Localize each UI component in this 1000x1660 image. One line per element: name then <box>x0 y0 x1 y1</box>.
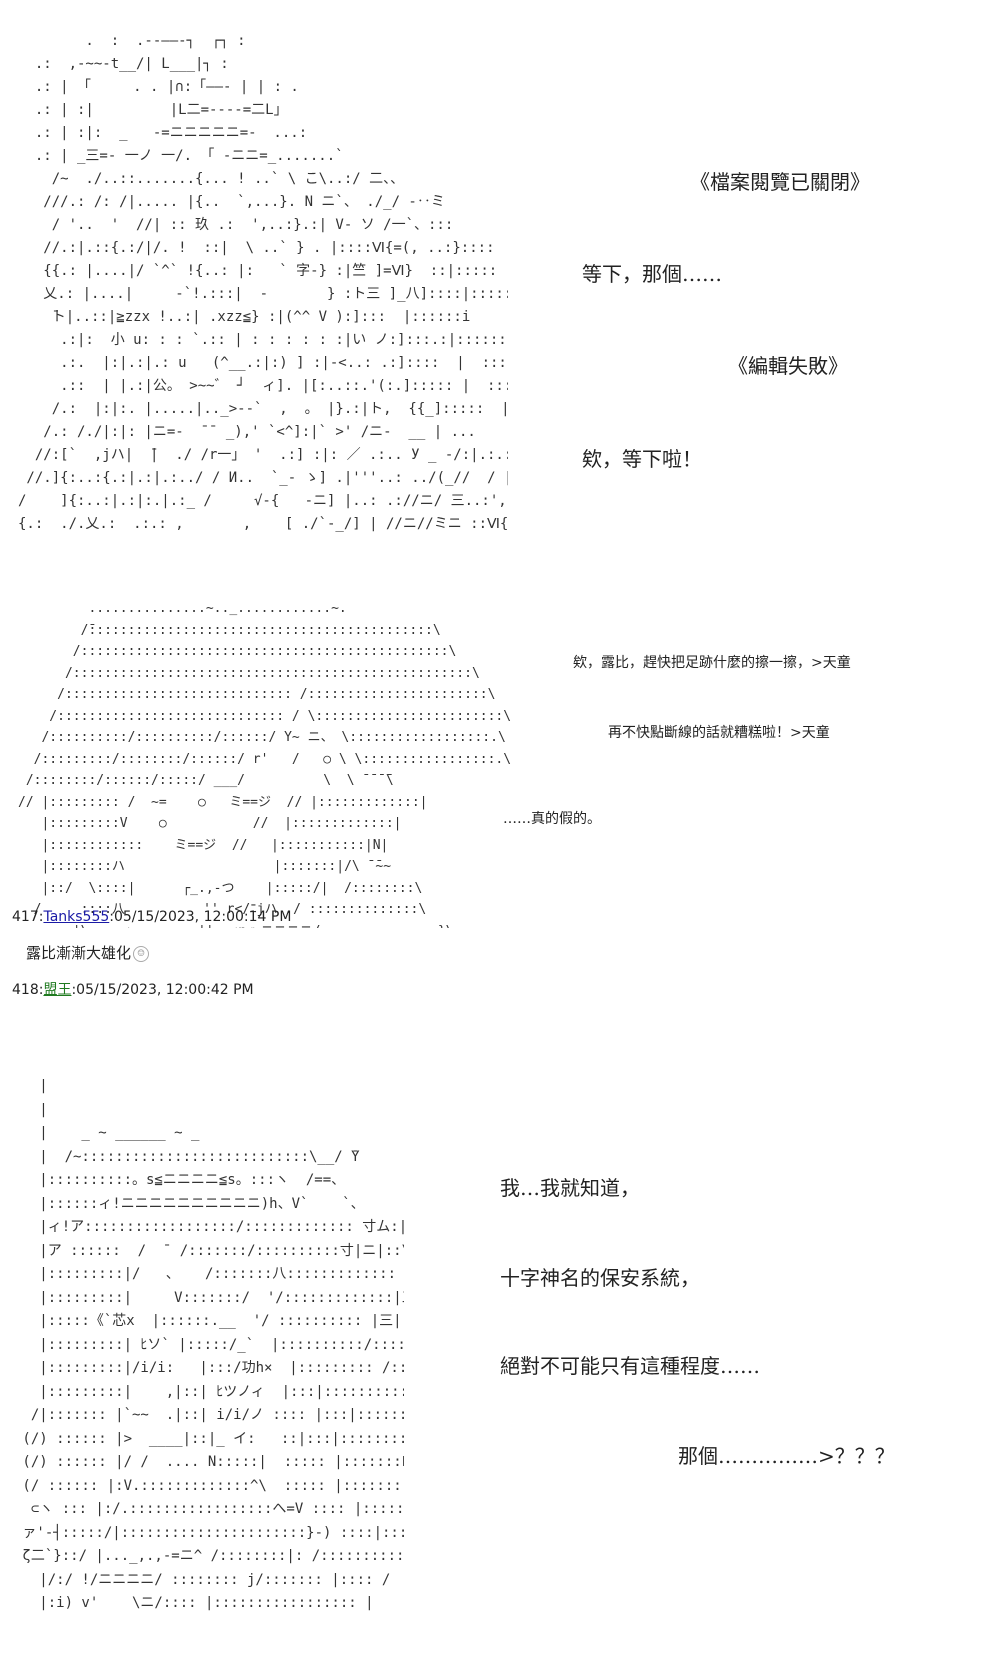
post-body-417: 露比漸漸大雄化☺ <box>26 942 150 963</box>
dialogue-that-question: 那個……………>？？？ <box>678 1444 895 1468</box>
post-separator: : <box>38 909 44 925</box>
post-number: 418 <box>12 982 39 998</box>
post-datetime: :05/15/2023, 12:00:14 PM <box>109 909 292 925</box>
dialogue-security-system: 十字神名的保安系統， <box>500 1266 700 1290</box>
post-header-418: 418:盟王:05/15/2023, 12:00:42 PM <box>12 979 254 999</box>
dialogue-hey-wait: 欸，等下啦！ <box>582 447 702 471</box>
post-author-link[interactable]: Tanks555 <box>43 909 110 925</box>
dialogue-wait-that: 等下，那個…… <box>582 262 722 286</box>
dialogue-edit-failed: 《編輯失敗》 <box>728 354 848 378</box>
dialogue-file-closed: 《檔案閱覽已關閉》 <box>690 170 870 194</box>
post-separator: : <box>38 982 44 998</box>
post-author-link[interactable]: 盟王 <box>43 982 72 998</box>
ascii-art-panel-2: ...............~.._............~. /̄::::… <box>18 601 512 928</box>
dialogue-wipe-footprints: 欸，露比，趕快把足跡什麼的擦一擦，>天童 <box>573 655 851 671</box>
dialogue-disconnect: 再不快點斷線的話就糟糕啦！>天童 <box>608 725 830 741</box>
ascii-art-panel-3: | | | _ ~ ______ ~ _ | /~:::::::::::::::… <box>22 1078 404 1611</box>
post-datetime: :05/15/2023, 12:00:42 PM <box>71 982 254 998</box>
dialogue-i-knew-it: 我…我就知道， <box>500 1176 640 1200</box>
dialogue-really: ……真的假的。 <box>503 811 601 827</box>
ascii-art-panel-1: . : .--――‐┐ ┌┐ : .: ,-~~-t__/| L___|┐ : … <box>18 33 508 532</box>
post-number: 417 <box>12 909 39 925</box>
dialogue-not-only-this: 絕對不可能只有這種程度…… <box>500 1354 760 1378</box>
post-header-417: 417:Tanks555:05/15/2023, 12:00:14 PM <box>12 909 291 925</box>
post-body-text: 露比漸漸大雄化 <box>26 944 132 962</box>
smiley-face-icon: ☺ <box>133 946 150 962</box>
